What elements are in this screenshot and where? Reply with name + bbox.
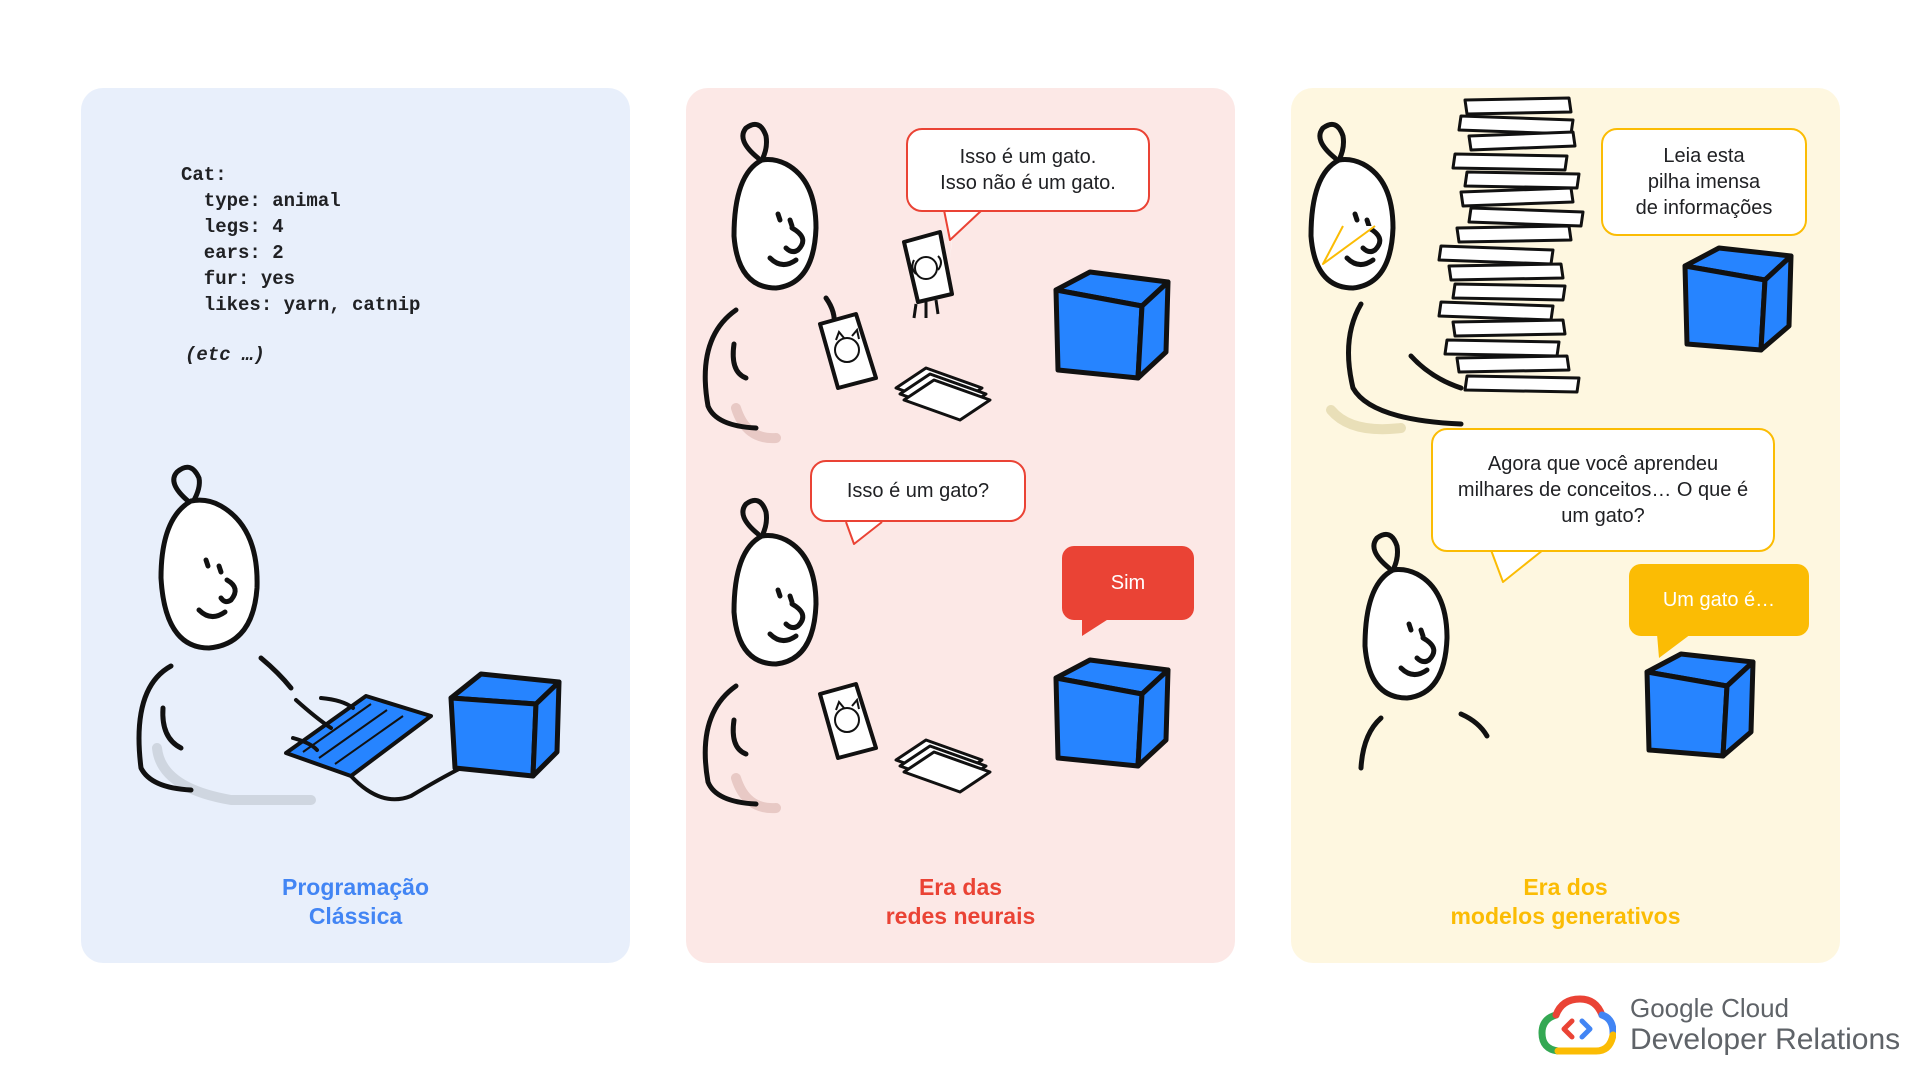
paper-stack-icon: [894, 738, 992, 794]
panel-title-classic: Programação Clássica: [281, 874, 429, 929]
cat-card-icon: [818, 682, 878, 760]
dog-card-icon: [902, 230, 954, 319]
book-stack-icon: [1437, 96, 1585, 394]
neural-illustration: [702, 121, 1171, 814]
person-icon: [702, 121, 837, 444]
logo-text-developer-relations: Developer Relations: [1630, 1023, 1901, 1056]
panel-title-generative: Era dos modelos generativos: [1450, 874, 1681, 929]
cat-definition-code: Cat: type: animal legs: 4 ears: 2 fur: y…: [181, 164, 421, 316]
speech-bubble-training: Isso é um gato. Isso não é um gato.: [906, 128, 1150, 212]
google-cloud-logo-icon: [1538, 995, 1616, 1055]
paper-stack-icon: [894, 366, 992, 422]
panel-neural-networks: Isso é um gato. Isso não é um gato. Isso…: [686, 88, 1235, 963]
speech-bubble-read: Leia esta pilha imensa de informações: [1601, 128, 1807, 236]
speech-bubble-question: Agora que você aprendeu milhares de conc…: [1431, 428, 1775, 552]
cube-icon: [1053, 269, 1171, 381]
cube-icon: [1644, 651, 1756, 759]
panel-classic-programming: Cat: type: animal legs: 4 ears: 2 fur: y…: [81, 88, 630, 963]
person-icon: [1308, 121, 1464, 435]
cube-icon: [448, 671, 562, 779]
programmer-illustration: [136, 464, 562, 805]
person-icon: [702, 497, 819, 814]
generative-illustration: [1308, 96, 1794, 771]
cube-icon: [1053, 657, 1171, 769]
person-icon: [1358, 531, 1490, 771]
answer-bubble-cat-is: Um gato é…: [1629, 564, 1809, 636]
speech-bubble-question: Isso é um gato?: [810, 460, 1026, 522]
panel-title-neural: Era das redes neurais: [885, 874, 1036, 929]
cube-icon: [1682, 245, 1794, 353]
answer-bubble-yes: Sim: [1062, 546, 1194, 620]
google-cloud-devrel-logo: Google Cloud Developer Relations: [1538, 993, 1908, 1057]
logo-text-google-cloud: Google Cloud: [1630, 993, 1789, 1023]
cat-card-icon: [818, 312, 878, 390]
keyboard-icon: [284, 694, 462, 802]
person-icon: [136, 464, 316, 805]
code-etc: (etc …): [185, 344, 265, 366]
panel-generative-models: Leia esta pilha imensa de informações Ag…: [1291, 88, 1840, 963]
